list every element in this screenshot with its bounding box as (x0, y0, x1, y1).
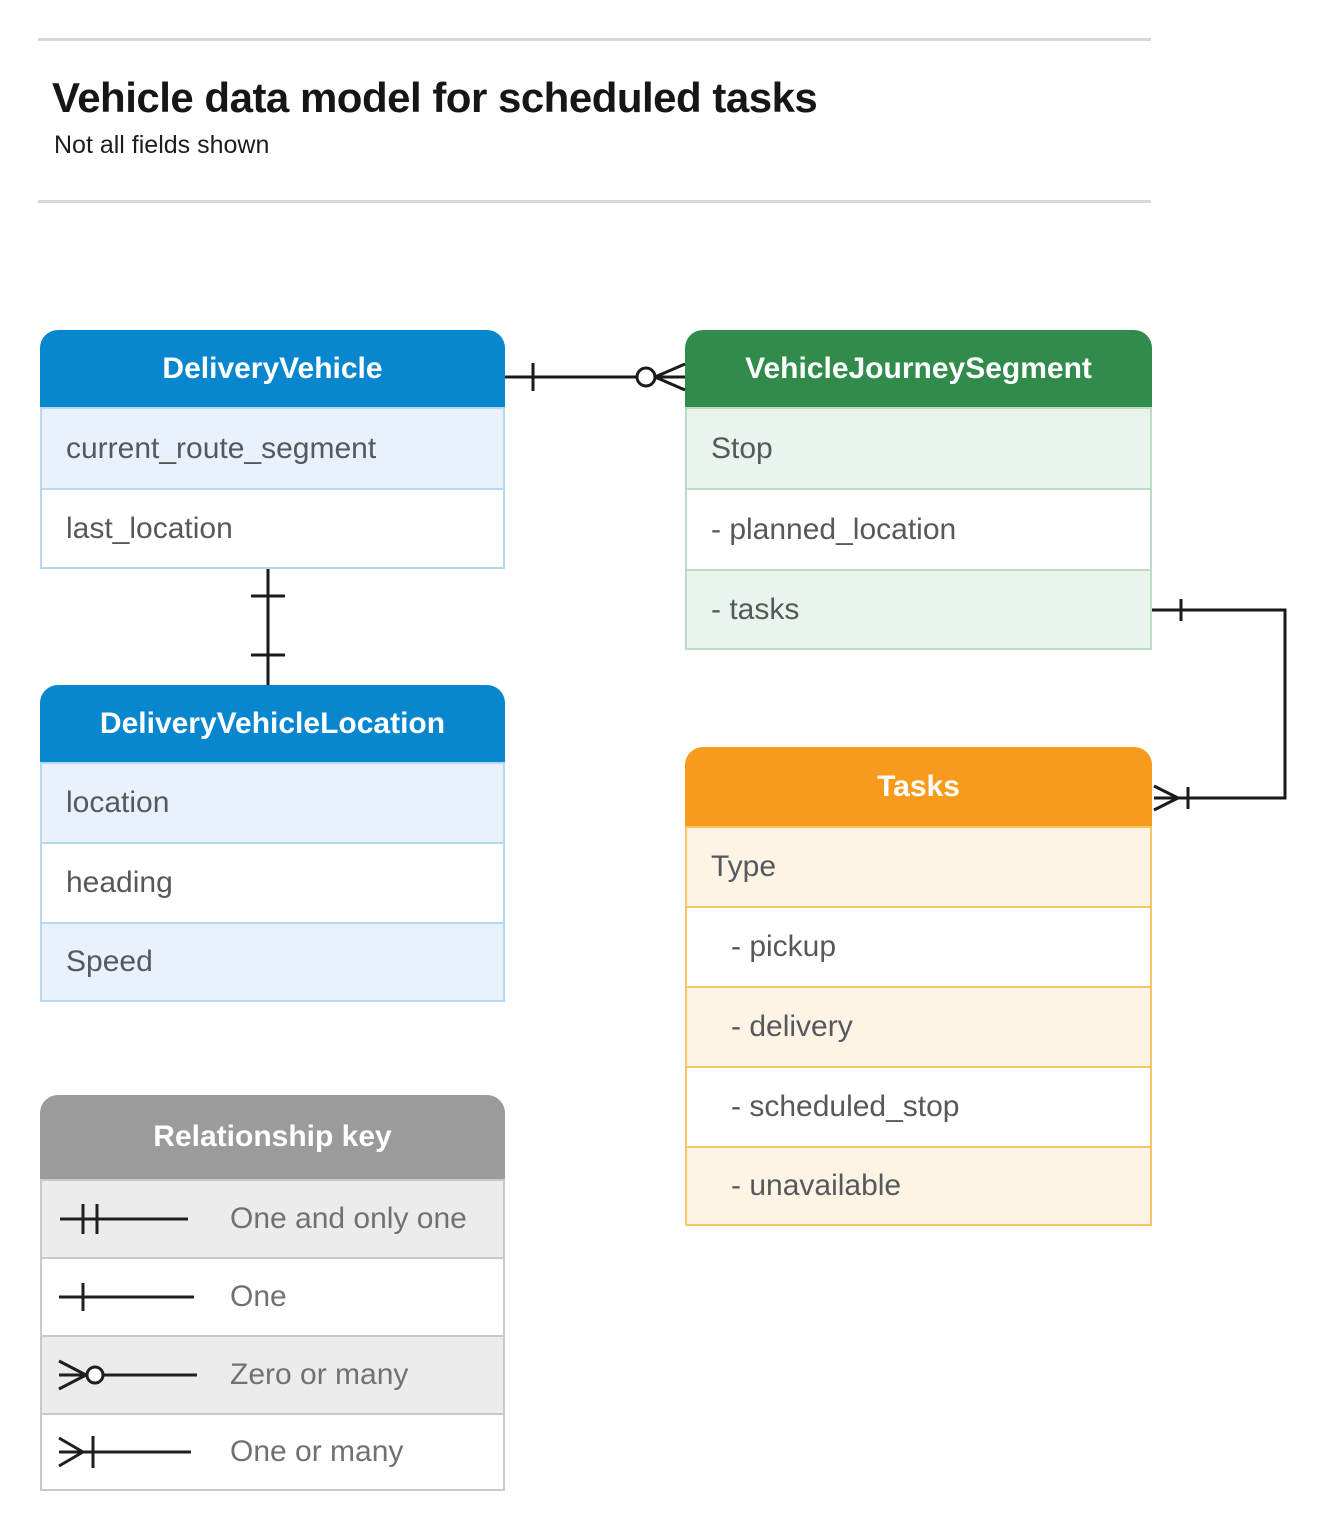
relationship-key-title: Relationship key (40, 1095, 505, 1179)
entity-vehicle-journey-segment: VehicleJourneySegment Stop - planned_loc… (685, 330, 1152, 650)
entity-delivery-vehicle: DeliveryVehicle current_route_segment la… (40, 330, 505, 569)
one-and-only-one-icon (60, 1204, 188, 1234)
relationship-key: Relationship key One and only one One Ze… (40, 1095, 505, 1491)
legend-item-one-or-many: One or many (40, 1413, 505, 1491)
legend-item-zero-or-many: Zero or many (40, 1335, 505, 1413)
field-current-route-segment: current_route_segment (40, 407, 505, 488)
connector-deliveryvehicle-to-deliveryvehiclelocation (251, 569, 285, 685)
top-divider (38, 38, 1151, 41)
entity-tasks: Tasks Type - pickup - delivery - schedul… (685, 747, 1152, 1226)
page-subtitle: Not all fields shown (54, 131, 270, 159)
field-last-location: last_location (40, 488, 505, 569)
field-pickup: - pickup (685, 906, 1152, 986)
field-unavailable: - unavailable (685, 1146, 1152, 1226)
one-icon (59, 1283, 194, 1311)
field-speed: Speed (40, 922, 505, 1002)
field-heading: heading (40, 842, 505, 922)
page-title: Vehicle data model for scheduled tasks (52, 74, 818, 121)
field-planned-location: - planned_location (685, 488, 1152, 569)
zero-or-many-icon (58, 1359, 197, 1391)
field-type: Type (685, 826, 1152, 906)
field-location: location (40, 762, 505, 842)
entity-delivery-vehicle-location: DeliveryVehicleLocation location heading… (40, 685, 505, 1002)
field-tasks: - tasks (685, 569, 1152, 650)
entity-delivery-vehicle-location-title: DeliveryVehicleLocation (40, 685, 505, 762)
legend-item-one: One (40, 1257, 505, 1335)
connector-deliveryvehicle-to-vehiclejourneysegment (505, 362, 686, 392)
entity-vehicle-journey-segment-title: VehicleJourneySegment (685, 330, 1152, 407)
one-or-many-icon (58, 1436, 191, 1468)
field-delivery: - delivery (685, 986, 1152, 1066)
legend-label: One or many (230, 1435, 404, 1468)
field-scheduled-stop: - scheduled_stop (685, 1066, 1152, 1146)
entity-delivery-vehicle-title: DeliveryVehicle (40, 330, 505, 407)
legend-label: One (230, 1280, 287, 1313)
field-stop: Stop (685, 407, 1152, 488)
legend-label: One and only one (230, 1202, 467, 1235)
header-divider (38, 200, 1151, 203)
legend-item-one-and-only-one: One and only one (40, 1179, 505, 1257)
connector-tasksfield-to-tasks (1152, 599, 1287, 812)
entity-tasks-title: Tasks (685, 747, 1152, 826)
legend-label: Zero or many (230, 1358, 409, 1391)
